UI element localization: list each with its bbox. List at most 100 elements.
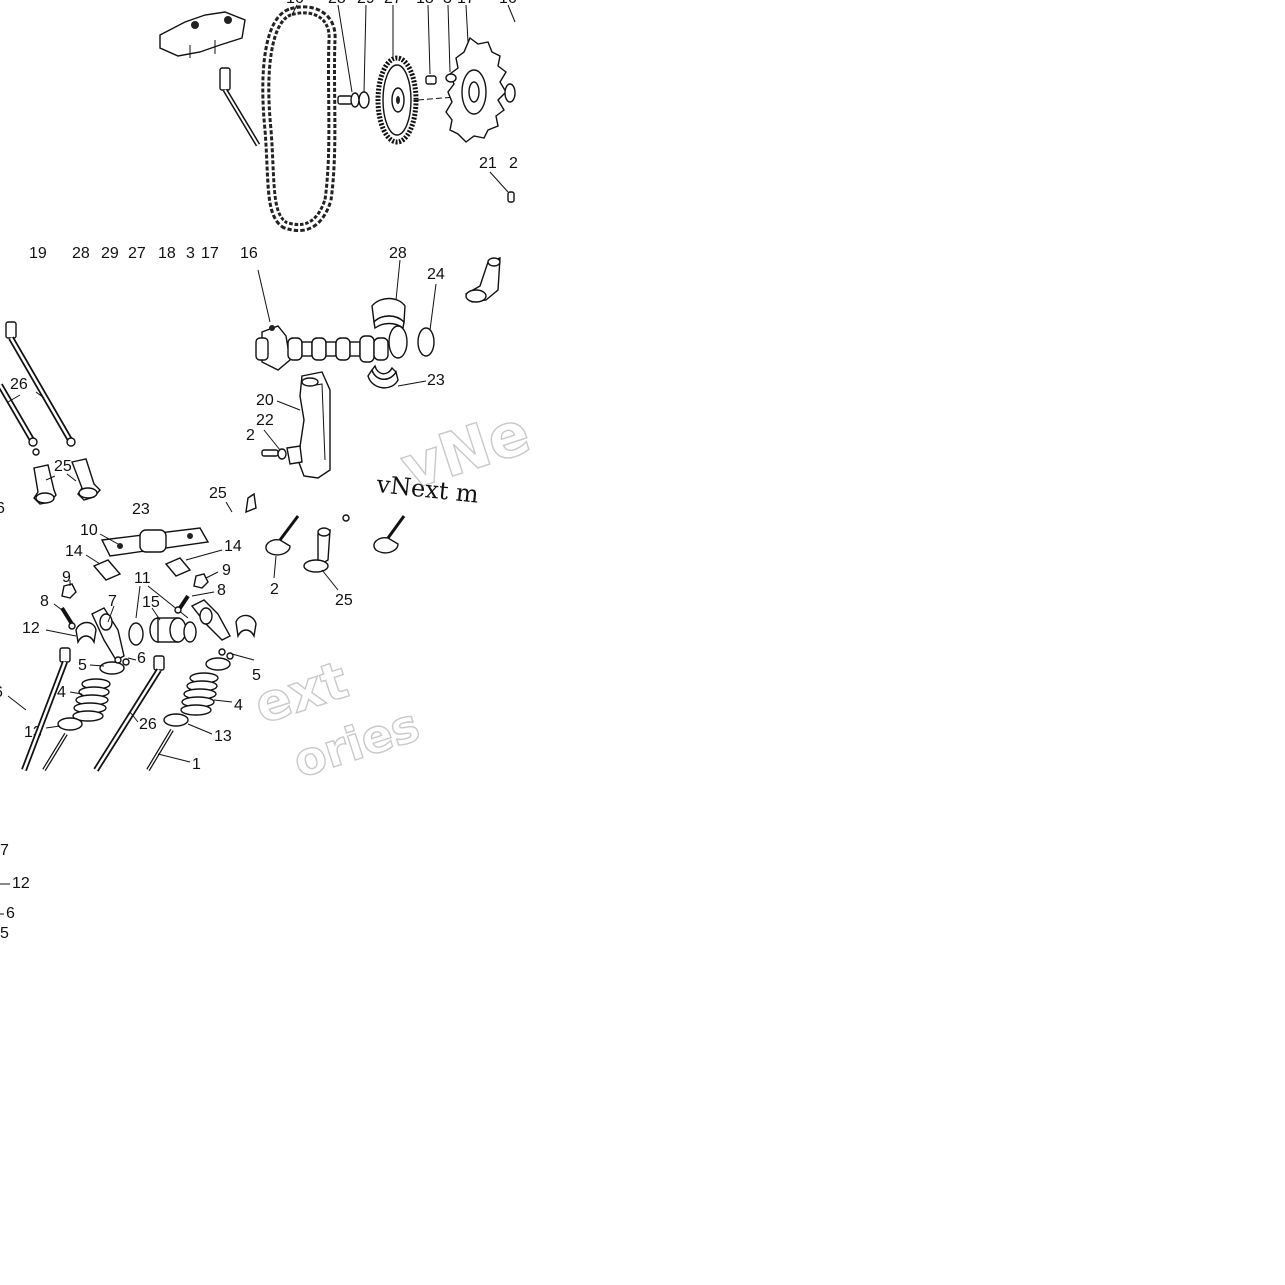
callout-bot-17: 4 bbox=[234, 697, 243, 714]
washer-part bbox=[358, 91, 370, 109]
callout-top-5: 18 bbox=[416, 0, 434, 7]
callout-mid-15: 24 bbox=[427, 266, 445, 283]
seat-left-part bbox=[57, 717, 83, 731]
callout-top-7: 17 bbox=[457, 0, 475, 7]
timing-chain-part bbox=[261, 5, 337, 233]
nut-left-part bbox=[61, 583, 77, 599]
tappet-top-part bbox=[464, 257, 501, 303]
pushrod-pair-part bbox=[0, 321, 76, 456]
callout-top-4: 27 bbox=[384, 0, 402, 7]
bearing-shell-lower-part bbox=[367, 364, 399, 389]
callout-top-1: 16 bbox=[286, 0, 304, 7]
callout-bot-23: 25 bbox=[335, 592, 353, 609]
callout-bot-4: 9 bbox=[62, 569, 71, 586]
camshaft-part bbox=[255, 325, 408, 371]
valve-spring-left-part bbox=[72, 678, 111, 722]
callout-mid-5: 18 bbox=[158, 245, 176, 262]
valve-left-part bbox=[265, 515, 300, 556]
callout-mid-10: 25 bbox=[54, 458, 72, 475]
bolt-part bbox=[337, 92, 360, 108]
callout-bot-16: 4 bbox=[57, 684, 66, 701]
callout-bot-9: 7 bbox=[108, 593, 117, 610]
callout-side-4: 5 bbox=[0, 925, 9, 942]
callout-bot-8: 8 bbox=[217, 582, 226, 599]
seat-right-part bbox=[163, 713, 189, 727]
callout-top-6: 3 bbox=[443, 0, 452, 7]
bushing-part bbox=[149, 617, 187, 643]
callout-mid-13: 6 bbox=[0, 500, 5, 517]
rocker-valve-panel: 10 14 14 9 9 11 8 8 bbox=[0, 514, 426, 789]
callout-bot-19: 13 bbox=[214, 728, 232, 745]
callout-top-8: 16 bbox=[499, 0, 517, 7]
timing-chain-panel: 16 28 29 27 18 3 17 16 21 2 bbox=[159, 0, 518, 233]
callout-bot-6: 11 bbox=[134, 570, 151, 587]
callout-bot-11: 12 bbox=[22, 620, 40, 637]
callout-mid-12: 25 bbox=[209, 485, 227, 502]
callout-mid-4: 27 bbox=[128, 245, 146, 262]
callout-bot-15: 5 bbox=[252, 667, 261, 684]
callout-bot-5: 9 bbox=[222, 562, 231, 579]
clip-left-part bbox=[75, 621, 97, 645]
rocker-arm-right-part bbox=[190, 599, 231, 641]
spring-cap-right-part bbox=[205, 657, 231, 671]
sprocket-part bbox=[445, 36, 507, 143]
callout-mid-6: 3 bbox=[186, 245, 195, 262]
callout-bot-1: 10 bbox=[80, 522, 98, 539]
spacer-right-part bbox=[183, 621, 197, 643]
edge-fragment-panel: 7 12 6 5 bbox=[0, 842, 30, 942]
nut-right-part bbox=[193, 573, 209, 589]
callout-mid-17: 20 bbox=[256, 392, 274, 409]
rocker-shaft-part bbox=[100, 527, 210, 557]
callout-mid-7: 17 bbox=[201, 245, 219, 262]
valve-stem-right-part bbox=[146, 728, 174, 772]
pin-part bbox=[507, 191, 515, 203]
rocker-bridge-part bbox=[159, 11, 246, 58]
thrust-ring-part bbox=[417, 327, 435, 357]
callout-mid-16: 23 bbox=[427, 372, 445, 389]
tappet-bottom-part bbox=[303, 527, 331, 573]
callout-mid-14: 28 bbox=[389, 245, 407, 262]
callout-top-9: 21 bbox=[479, 155, 497, 172]
cam-gear-part bbox=[375, 55, 419, 145]
adjust-screw-right-part bbox=[174, 594, 190, 614]
callout-bot-3: 14 bbox=[224, 538, 242, 555]
callout-mid-1: 19 bbox=[29, 245, 47, 262]
callout-side-2: 12 bbox=[12, 875, 30, 892]
callout-bot-2: 14 bbox=[65, 543, 83, 560]
callout-mid-19: 2 bbox=[246, 427, 255, 444]
valve-stem-left-part bbox=[42, 732, 68, 772]
spacer-left-part bbox=[128, 622, 144, 646]
callout-bot-20: 26 bbox=[139, 716, 157, 733]
callout-side-3: 6 bbox=[6, 905, 15, 922]
callout-mid-3: 29 bbox=[101, 245, 119, 262]
callout-bot-22: 2 bbox=[270, 581, 279, 598]
nut-part bbox=[504, 83, 516, 103]
valve-right-part bbox=[373, 515, 406, 554]
tappet-pair-part bbox=[33, 458, 101, 505]
callout-bot-14: 6 bbox=[0, 684, 3, 701]
spring-cap-left-part bbox=[99, 661, 125, 675]
camshaft-panel: 19 28 29 27 18 3 17 16 26 bbox=[0, 245, 539, 518]
small-bolt-part bbox=[425, 75, 437, 85]
rocker-arm-left-part bbox=[91, 607, 125, 661]
pad-right-part bbox=[164, 557, 192, 577]
pad-left-part bbox=[92, 559, 122, 581]
callout-top-3: 29 bbox=[357, 0, 375, 7]
callout-top-10: 2 bbox=[509, 155, 518, 172]
callout-side-1: 7 bbox=[0, 842, 9, 859]
callout-bot-21: 1 bbox=[192, 756, 201, 773]
callout-mid-2: 28 bbox=[72, 245, 90, 262]
bearing-shell-upper-part bbox=[371, 297, 406, 330]
callout-bot-7: 8 bbox=[40, 593, 49, 610]
bottom-pushrod-mid-part bbox=[93, 655, 165, 772]
callout-top-2: 28 bbox=[328, 0, 346, 7]
callout-bot-13: 6 bbox=[137, 650, 146, 667]
tappet-part bbox=[245, 492, 257, 514]
callout-bot-10: 15 bbox=[142, 594, 160, 611]
valve-spring-right-part bbox=[180, 672, 219, 716]
adjust-screw-left-part bbox=[60, 606, 76, 630]
callout-mid-9: 26 bbox=[10, 376, 28, 393]
pump-body-part bbox=[261, 371, 331, 479]
callout-bot-12: 5 bbox=[78, 657, 87, 674]
